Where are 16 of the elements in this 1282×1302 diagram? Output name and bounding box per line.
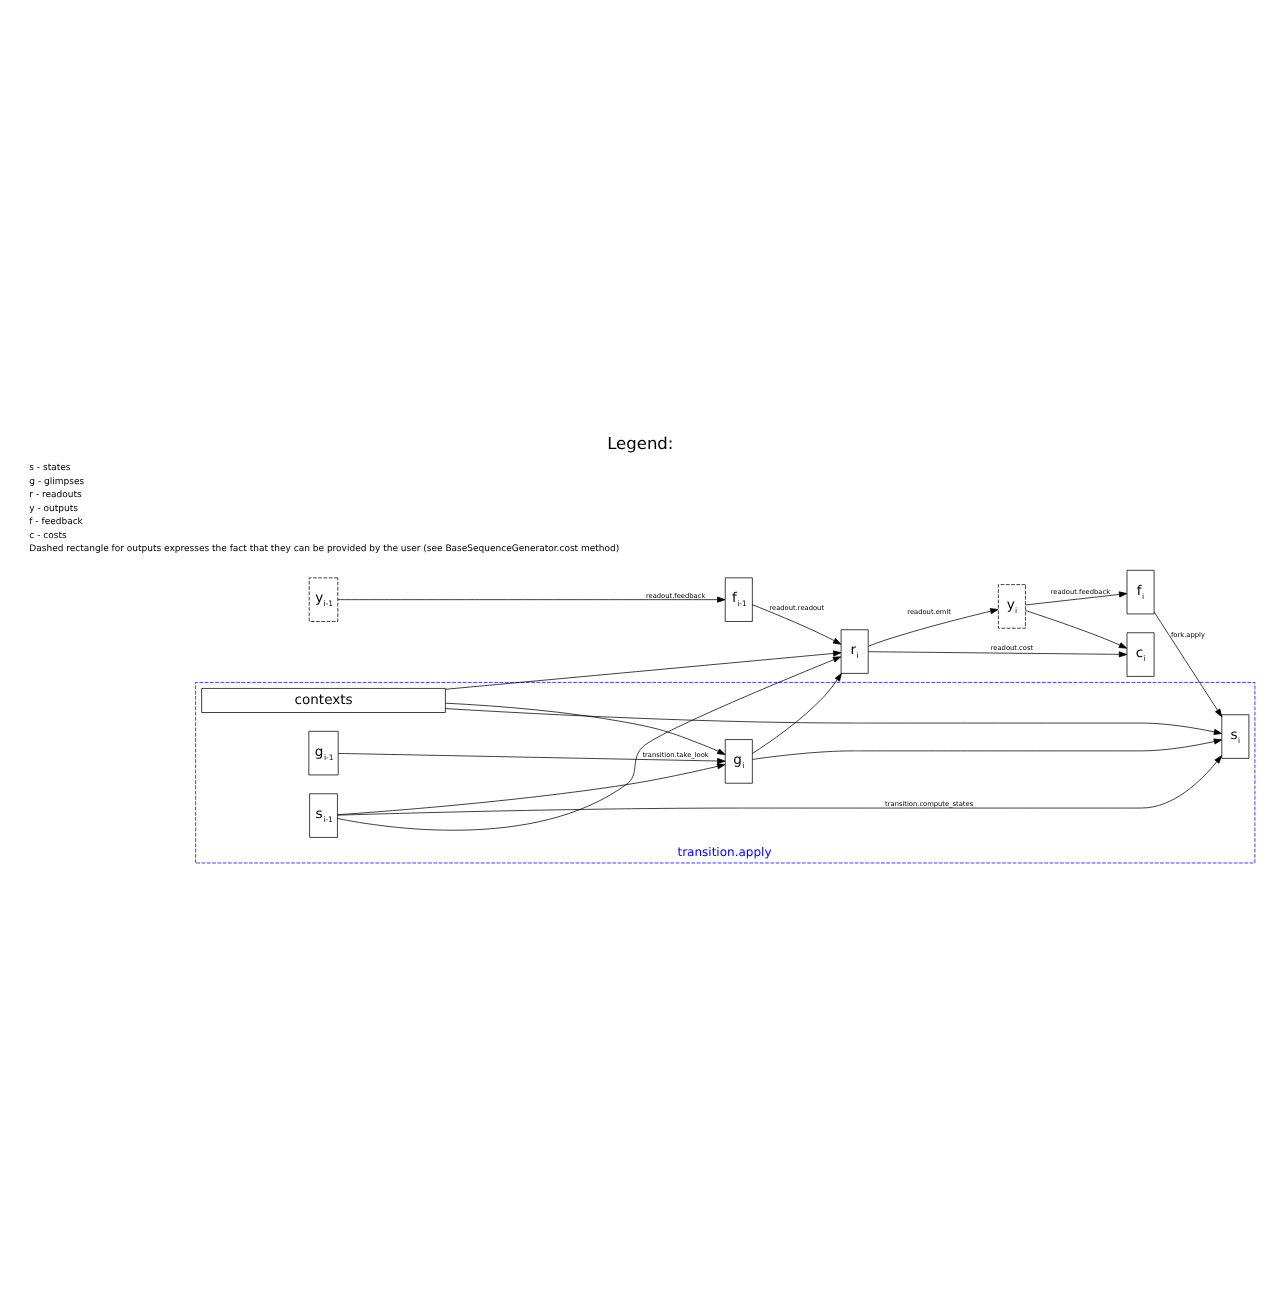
- arrow: [1153, 611, 1223, 718]
- arrow: [868, 608, 999, 647]
- arrow: [337, 755, 1222, 816]
- arrow: [445, 702, 726, 755]
- arrow: [337, 596, 726, 603]
- arrow: [752, 738, 1223, 760]
- arrow: [1025, 591, 1128, 606]
- arrow: [445, 650, 842, 690]
- arrow: [752, 673, 842, 754]
- diagram-title: Legend:: [607, 433, 674, 454]
- arrow: [752, 604, 842, 645]
- arrow: [1025, 610, 1128, 649]
- arrow: [868, 651, 1128, 658]
- arrow: [337, 753, 726, 764]
- arrow: [445, 708, 1223, 735]
- arrow: [337, 656, 842, 831]
